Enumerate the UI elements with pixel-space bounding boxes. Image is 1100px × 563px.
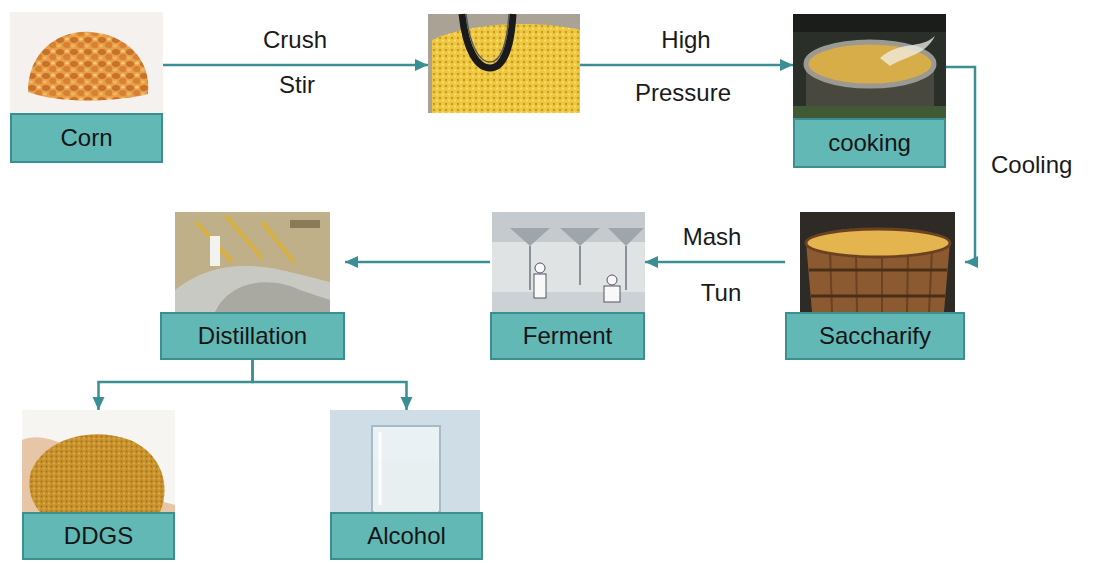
corn-photo <box>10 12 163 113</box>
crushed-corn-photo-part <box>428 14 580 113</box>
cooking-photo-part <box>880 36 935 66</box>
step-label: Stir <box>279 71 315 99</box>
process-label: cooking <box>828 129 911 157</box>
corn-photo-part <box>10 12 163 113</box>
process-label-box: cooking <box>793 118 946 168</box>
ferment-photo-part <box>492 212 645 312</box>
process-node: Distillation <box>160 212 345 360</box>
distillation-photo <box>175 212 330 312</box>
process-label: DDGS <box>64 522 133 550</box>
ddgs-photo-part <box>29 434 164 512</box>
crushed-corn-photo-part <box>466 14 509 62</box>
step-label: Crush <box>263 26 327 54</box>
ferment-photo <box>492 212 645 312</box>
distillation-photo-part <box>175 212 330 312</box>
process-node: DDGS <box>22 410 175 560</box>
process-label: Corn <box>60 124 112 152</box>
alcohol-photo <box>330 410 480 512</box>
saccharify-photo-part <box>806 229 950 257</box>
ferment-photo-part <box>492 292 645 312</box>
alcohol-photo-part <box>379 432 382 505</box>
process-node: cooking <box>793 14 946 168</box>
process-label-box: Distillation <box>160 312 345 360</box>
process-node: Ferment <box>490 212 645 360</box>
process-label: Distillation <box>198 322 307 350</box>
ferment-photo-part <box>535 263 545 273</box>
distillation-photo-part <box>210 236 220 266</box>
process-label-box: Alcohol <box>330 512 483 560</box>
step-label: Mash <box>683 223 742 251</box>
saccharify-photo-part <box>806 229 950 257</box>
distillation-photo-part <box>215 282 330 312</box>
process-node: Saccharify <box>785 212 965 360</box>
alcohol-photo-part <box>330 410 480 512</box>
process-label-box: Corn <box>10 113 163 163</box>
flow-arrow <box>99 360 253 410</box>
cooking-photo-part <box>793 14 946 118</box>
flow-arrow <box>253 360 407 410</box>
ferment-photo-part <box>607 275 617 285</box>
crushed-corn-photo <box>428 14 580 113</box>
cooking-photo <box>793 14 946 118</box>
ferment-photo-part <box>534 274 546 298</box>
saccharify-photo-part <box>800 212 955 312</box>
process-label: Alcohol <box>367 522 446 550</box>
step-label: Tun <box>701 279 741 307</box>
saccharify-photo <box>800 212 955 312</box>
process-node: Corn <box>10 12 163 163</box>
ferment-photo-part <box>510 228 644 246</box>
process-label: Saccharify <box>819 322 931 350</box>
process-label-box: Ferment <box>490 312 645 360</box>
arrow-head <box>415 59 428 71</box>
alcohol-photo-part <box>374 460 438 512</box>
flow-arrow <box>645 261 785 264</box>
cooking-photo-part <box>793 14 946 32</box>
cooking-photo-part <box>793 106 946 118</box>
ddgs-photo <box>22 410 175 512</box>
corn-photo-part <box>28 32 148 101</box>
alcohol-photo-part <box>372 426 440 512</box>
step-label: High <box>661 26 710 54</box>
crushed-corn-photo-part <box>462 14 513 68</box>
ferment-photo-part <box>604 286 620 302</box>
distillation-photo-part <box>175 266 330 312</box>
process-label: Ferment <box>523 322 612 350</box>
distillation-photo-part <box>290 220 320 228</box>
step-label: Pressure <box>635 79 731 107</box>
edge-label: Cooling <box>989 151 1074 179</box>
saccharify-photo-part <box>830 250 932 312</box>
process-label-box: DDGS <box>22 512 175 560</box>
saccharify-photo-part <box>809 270 947 296</box>
flow-arrow <box>345 261 490 264</box>
ddgs-photo-part <box>22 410 175 512</box>
process-label-box: Saccharify <box>785 312 965 360</box>
process-node: Alcohol <box>330 410 483 560</box>
